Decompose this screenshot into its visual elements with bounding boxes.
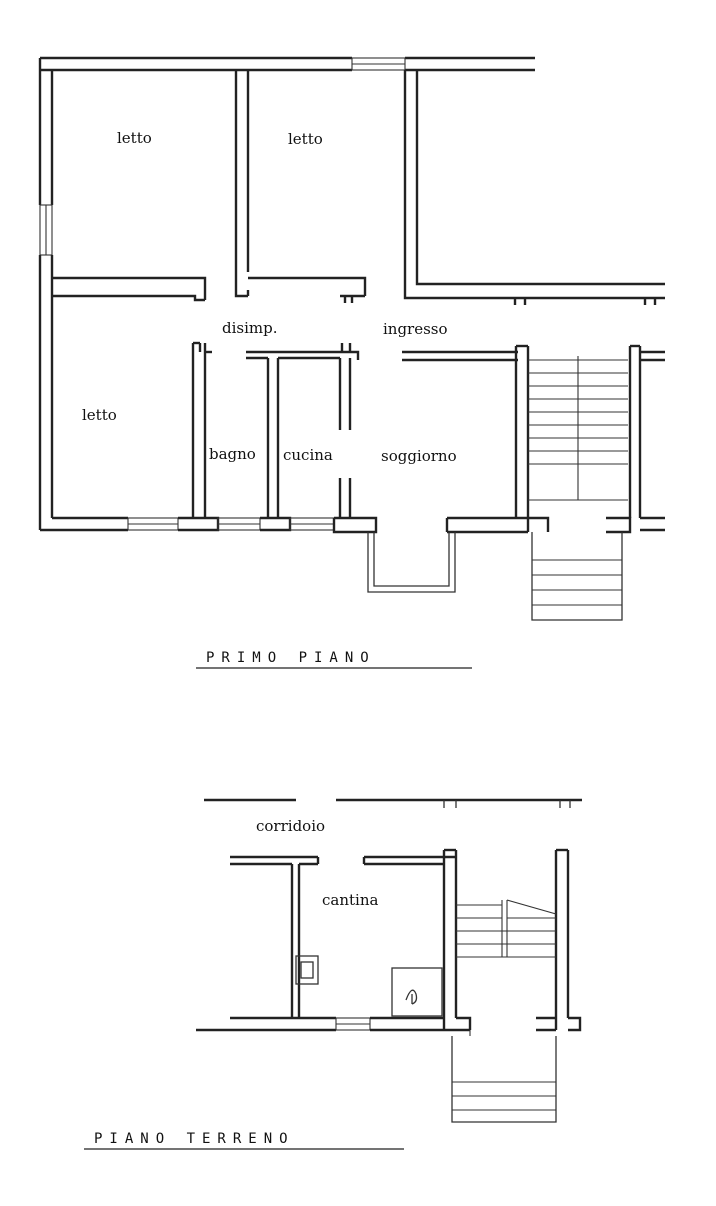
floor-title-terreno: PIANO TERRENO bbox=[94, 1131, 295, 1147]
bedroom-partitions bbox=[52, 70, 665, 305]
room-label-letto-2: letto bbox=[288, 130, 323, 148]
room-label-corridoio: corridoio bbox=[256, 817, 325, 835]
ground-floor-plan: corridoio cantina PIANO TERRENO bbox=[84, 798, 582, 1150]
cantina-walls bbox=[196, 848, 472, 1032]
room-label-letto-3: letto bbox=[82, 406, 117, 424]
service-partitions bbox=[191, 341, 530, 532]
north-wall bbox=[40, 56, 535, 72]
stairwell bbox=[528, 344, 665, 621]
room-label-ingresso: ingresso bbox=[383, 320, 448, 338]
south-wall bbox=[40, 516, 528, 534]
ground-stairwell bbox=[451, 848, 582, 1123]
floor-title-primo: PRIMO PIANO bbox=[206, 650, 376, 666]
west-wall bbox=[38, 58, 54, 530]
room-label-soggiorno: soggiorno bbox=[381, 447, 457, 465]
room-label-cantina: cantina bbox=[322, 891, 378, 909]
room-label-cucina: cucina bbox=[283, 446, 333, 464]
balcony bbox=[367, 532, 456, 593]
first-floor-plan: letto letto letto disimp. ingresso bagno… bbox=[38, 56, 665, 669]
room-label-bagno: bagno bbox=[209, 445, 256, 463]
room-label-disimpegno: disimp. bbox=[222, 319, 278, 337]
corridor-walls bbox=[204, 798, 582, 808]
room-label-letto-1: letto bbox=[117, 129, 152, 147]
